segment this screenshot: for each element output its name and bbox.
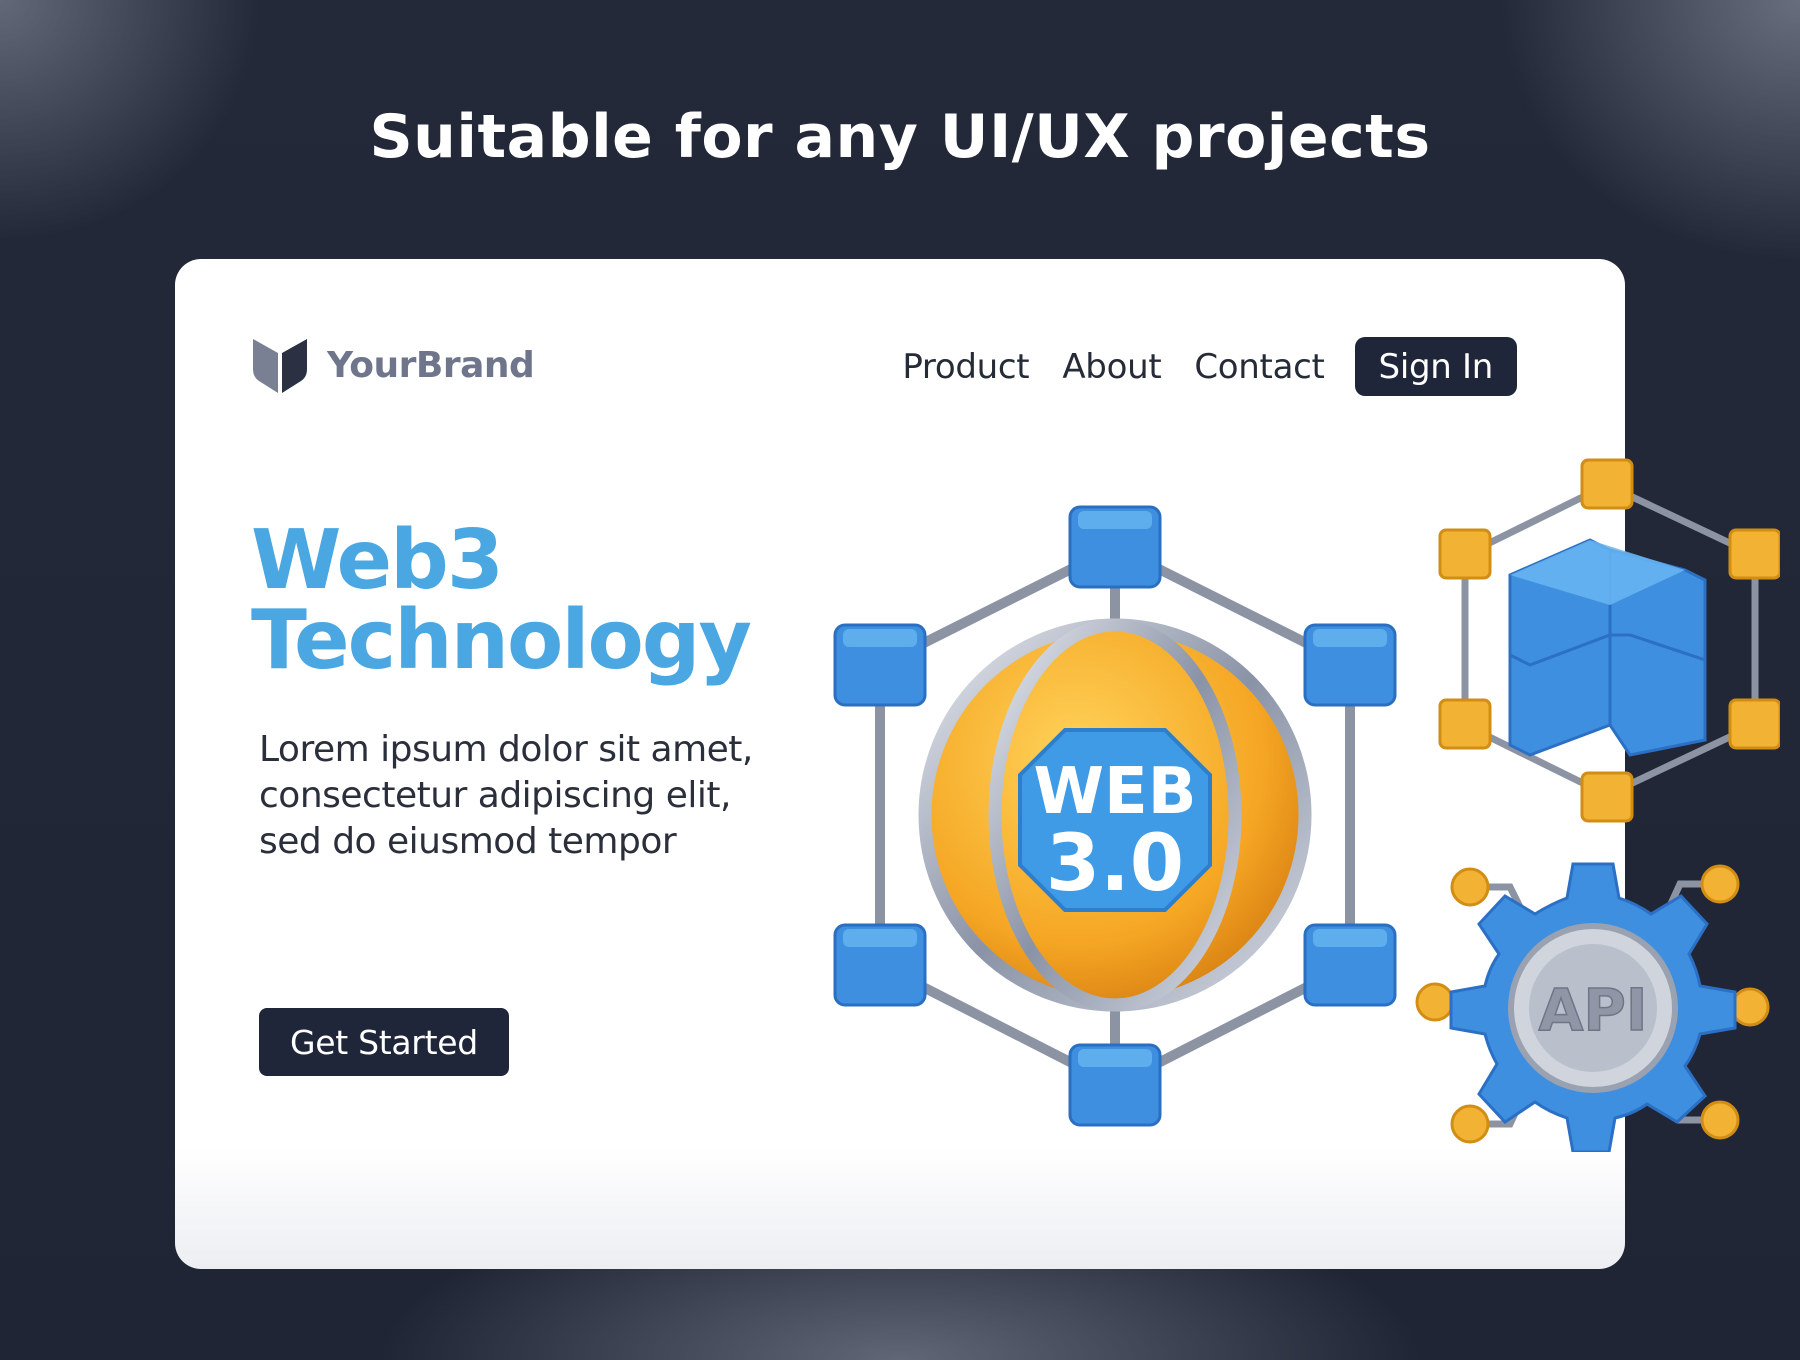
hero-title-line-1: Web3: [251, 513, 504, 608]
blockchain-cube-icon: [1438, 458, 1780, 823]
shield-book-icon: [253, 339, 307, 393]
landing-card: YourBrand Product About Contact Sign In …: [175, 259, 1625, 1269]
hero-description: Lorem ipsum dolor sit amet, consectetur …: [259, 729, 753, 862]
api-gear-icon: API: [1415, 862, 1770, 1152]
sign-in-button[interactable]: Sign In: [1354, 337, 1517, 396]
nav-link-product[interactable]: Product: [902, 346, 1030, 387]
page-headline: Suitable for any UI/UX projects: [369, 102, 1431, 172]
nav-link-about[interactable]: About: [1062, 346, 1162, 387]
chain-node: [1438, 698, 1492, 750]
chain-node: [1580, 771, 1634, 823]
globe-badge-line-1: WEB: [1033, 755, 1196, 829]
nav-link-contact[interactable]: Contact: [1194, 346, 1325, 387]
chain-node: [1438, 528, 1492, 580]
brand-logo[interactable]: YourBrand: [251, 335, 535, 395]
web3-globe-network-illustration: WEB 3.0: [833, 505, 1397, 1127]
top-nav: Product About Contact Sign In: [902, 337, 1517, 396]
chain-node: [1580, 458, 1634, 510]
hero-title: Web3 Technology: [251, 513, 752, 688]
globe-badge-line-2: 3.0: [1046, 819, 1184, 909]
gear-api-label: API: [1539, 976, 1648, 1044]
get-started-button[interactable]: Get Started: [259, 1008, 509, 1076]
brand-name: YourBrand: [327, 344, 535, 386]
chain-node: [1728, 698, 1780, 750]
chain-node: [1728, 528, 1780, 580]
hero-title-line-2: Technology: [251, 593, 752, 688]
